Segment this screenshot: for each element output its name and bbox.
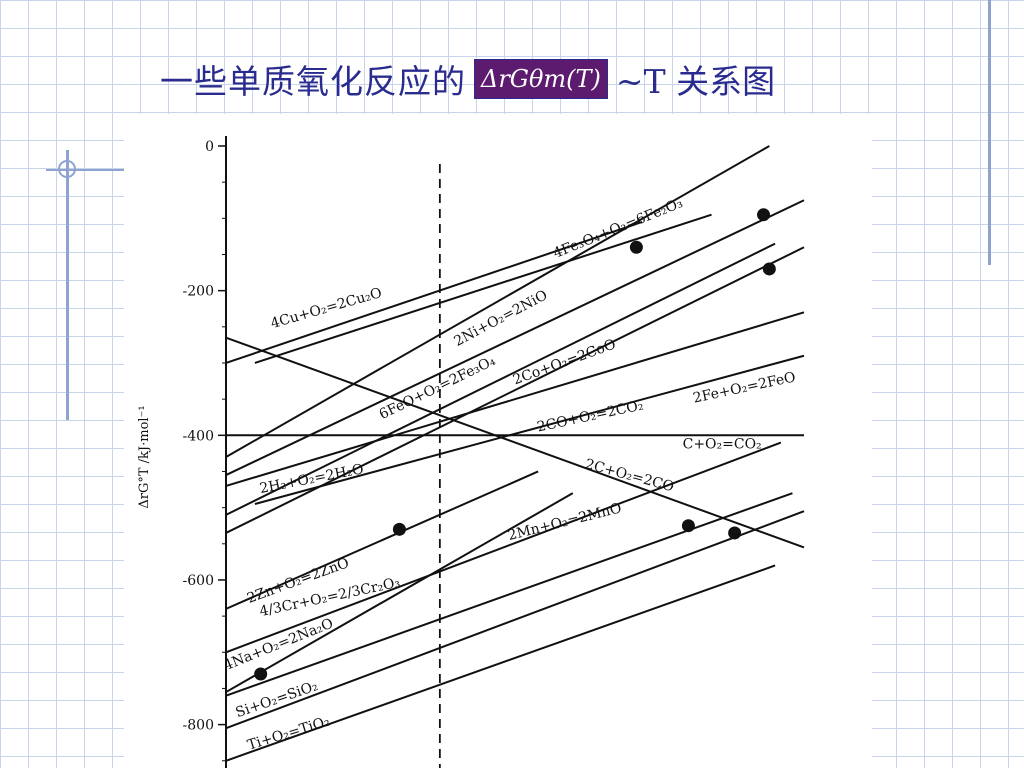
slide-title-suffix: ~T 关系图 (615, 62, 776, 101)
series-label: 6FeO+O₂=2Fe₃O₄ (377, 353, 499, 423)
slide-decoration-vertical-line (988, 0, 991, 265)
series-label: Ti+O₂=TiO₂ (246, 714, 332, 754)
series-label: 2C+O₂=2CO (583, 456, 675, 495)
slide-title-text: 一些单质氧化反应的 (160, 62, 466, 101)
series-line (225, 311, 805, 487)
series-label: 2Co+O₂=2CoO (511, 336, 618, 388)
chart-area: 0 -200 -400 -600 -800 ΔrG°T /kJ·mol⁻¹ 4Fe₃O₄+O… (124, 114, 872, 768)
series-label: 4Na+O₂=2Na₂O (222, 616, 336, 675)
series-line (225, 470, 539, 610)
slide-decoration-left-line (66, 150, 69, 420)
series-label: Si+O₂=SiO₂ (234, 678, 320, 721)
series-marker (629, 240, 643, 254)
series-line (225, 199, 805, 476)
series-line (254, 213, 712, 364)
series-line (225, 145, 770, 458)
chart-svg: 0 -200 -400 -600 -800 ΔrG°T /kJ·mol⁻¹ 4Fe₃O₄+O… (137, 136, 805, 768)
slide-title-formula: ΔrGθm(T) (474, 59, 608, 99)
series-label: C+O₂=CO₂ (683, 436, 762, 452)
series-label: 2Fe+O₂=2FeO (692, 369, 797, 406)
series-label: 4Cu+O₂=2Cu₂O (269, 285, 384, 332)
slide-decoration-circle (58, 160, 76, 178)
series-label: 2CO+O₂=2CO₂ (536, 397, 645, 435)
y-tick-label: -800 (183, 718, 214, 734)
series-line (225, 336, 805, 549)
series-line (254, 354, 805, 505)
series-line (225, 441, 782, 654)
series-marker (254, 667, 268, 681)
series-line (225, 492, 793, 697)
series-line (225, 510, 805, 730)
series-label: 2H₂+O₂=2H₂O (258, 461, 365, 497)
y-axis-label: ΔrG°T /kJ·mol⁻¹ (137, 405, 152, 508)
series-marker (762, 262, 776, 276)
y-tick-label: -400 (183, 428, 214, 444)
y-tick-label: 0 (205, 139, 214, 155)
series-line (225, 220, 643, 364)
series-line (225, 242, 776, 516)
y-tick-label: -200 (183, 284, 214, 300)
slide-decoration-horizontal-line (46, 169, 126, 171)
slide-title: 一些单质氧化反应的 ΔrGθm(T) ~T 关系图 (160, 56, 775, 102)
y-tick-label: -600 (183, 573, 214, 589)
series-line (225, 564, 776, 762)
series-marker (392, 522, 406, 536)
series-label: 4Fe₃O₄+O₂=6Fe₂O₃ (551, 195, 685, 262)
series-line (225, 492, 574, 693)
